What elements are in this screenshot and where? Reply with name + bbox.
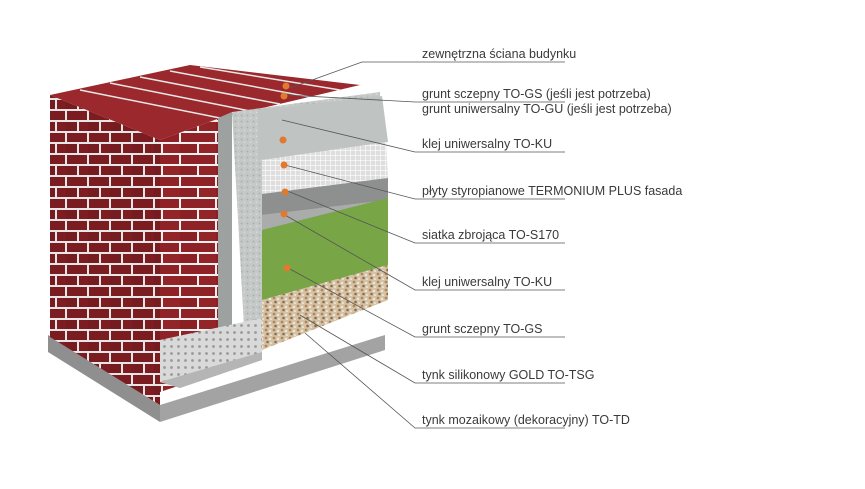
label-primer-to-gu-optional: grunt uniwersalny TO-GU (jeśli jest potr… bbox=[422, 102, 672, 116]
base-foundation bbox=[48, 335, 160, 422]
leader-line-6 bbox=[284, 214, 565, 291]
leader-line-2 bbox=[285, 94, 565, 103]
adhesive-layer bbox=[258, 96, 388, 160]
leader-line-8 bbox=[299, 314, 565, 384]
silicone-render bbox=[262, 198, 388, 300]
mosaic-render bbox=[262, 265, 388, 350]
leader-line-9 bbox=[304, 332, 565, 429]
leader-line-3 bbox=[281, 119, 565, 153]
label-mesh-to-s170: siatka zbrojąca TO-S170 bbox=[422, 228, 560, 242]
marker-7 bbox=[283, 264, 291, 272]
marker-6 bbox=[280, 210, 288, 218]
marker-3 bbox=[279, 136, 287, 144]
label-adhesive-to-ku-1: klej uniwersalny TO-KU bbox=[422, 137, 553, 151]
label-exterior-wall: zewnętrzna ściana budynku bbox=[422, 47, 577, 61]
base-foundation-front bbox=[160, 335, 385, 422]
label-eps-boards: płyty styropianowe TERMONIUM PLUS fasada bbox=[422, 184, 683, 198]
leader-lines bbox=[281, 61, 565, 429]
brick-wall-top-joints bbox=[79, 66, 341, 119]
adhesive-over-mesh bbox=[262, 178, 388, 215]
eps-board-side bbox=[218, 112, 232, 358]
label-primer-to-gs-optional: grunt sczepny TO-GS (jeśli jest potrzeba… bbox=[422, 87, 651, 101]
label-mosaic-render: tynk mozaikowy (dekoracyjny) TO-TD bbox=[422, 413, 630, 427]
leader-line-5 bbox=[284, 189, 565, 244]
reinforcing-mesh bbox=[262, 142, 388, 194]
label-silicone-render: tynk silikonowy GOLD TO-TSG bbox=[422, 368, 595, 382]
marker-1 bbox=[282, 82, 290, 90]
brick-wall-side bbox=[50, 95, 160, 405]
label-adhesive-to-ku-2: klej uniwersalny TO-KU bbox=[422, 275, 553, 289]
marker-4 bbox=[280, 161, 288, 169]
marker-5 bbox=[281, 188, 289, 196]
layer-markers bbox=[279, 82, 291, 272]
leader-line-1 bbox=[289, 61, 565, 89]
starter-rail-edge bbox=[160, 352, 262, 388]
starter-rail bbox=[160, 318, 262, 388]
marker-2 bbox=[280, 92, 288, 100]
leader-line-4 bbox=[284, 164, 565, 200]
leader-line-7 bbox=[287, 267, 565, 338]
brick-wall-front bbox=[160, 118, 220, 392]
label-primer-to-gs: grunt sczepny TO-GS bbox=[422, 322, 543, 336]
